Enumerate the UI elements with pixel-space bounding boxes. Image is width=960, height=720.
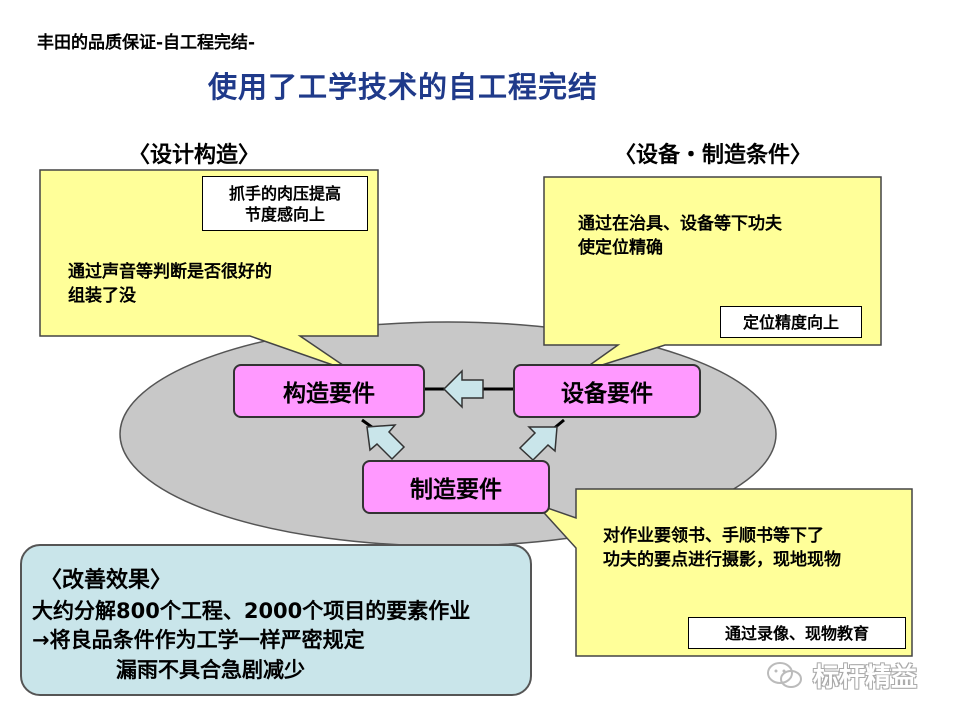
result-line1: 大约分解800个工程、2000个项目的要素作业 <box>32 599 471 623</box>
improvement-result-box: 〈改善效果〉 大约分解800个工程、2000个项目的要素作业 →将良品条件作为工… <box>20 544 532 696</box>
manufacturing-callout-line1: 对作业要领书、手顺书等下了 <box>603 526 824 546</box>
structure-requirement-node: 构造要件 <box>233 364 425 418</box>
arrow-left-icon <box>442 369 484 409</box>
design-callout-line1: 通过声音等判断是否很好的 <box>68 262 272 282</box>
equipment-conditions-heading: 〈设备・制造条件〉 <box>614 143 813 168</box>
equipment-callout-line2: 使定位精确 <box>578 238 663 258</box>
arrow-up-left-icon <box>366 424 406 461</box>
breadcrumb: 丰田的品质保证-自工程完结- <box>37 33 256 53</box>
equipment-callout-text: 通过在治具、设备等下功夫 使定位精确 <box>578 212 782 260</box>
video-education-tag: 通过录像、现物教育 <box>688 617 906 649</box>
design-structure-heading: 〈设计构造〉 <box>128 143 261 168</box>
positioning-accuracy-tag: 定位精度向上 <box>720 306 862 338</box>
grip-feel-tag-line1: 抓手的肉压提高 <box>228 183 341 203</box>
watermark-text: 标杆精益 <box>813 662 918 693</box>
watermark: 标杆精益 <box>765 652 945 698</box>
grip-feel-tag: 抓手的肉压提高节度感向上 <box>202 176 368 231</box>
result-line3: 漏雨不具合急剧减少 <box>116 658 305 682</box>
arrow-up-right-icon <box>518 426 558 462</box>
equipment-callout-line1: 通过在治具、设备等下功夫 <box>578 214 782 234</box>
equipment-callout-box <box>543 176 882 373</box>
manufacturing-callout-line2: 功夫的要点进行摄影，现地现物 <box>603 550 841 570</box>
result-line2: →将良品条件作为工学一样严密规定 <box>32 628 365 652</box>
design-callout-text: 通过声音等判断是否很好的 组装了没 <box>68 260 272 308</box>
manufacturing-callout-box <box>535 488 913 657</box>
page-title: 使用了工学技术的自工程完结 <box>208 70 599 104</box>
design-callout-line2: 组装了没 <box>68 286 136 306</box>
result-heading: 〈改善效果〉 <box>40 568 173 593</box>
equipment-requirement-node: 设备要件 <box>513 364 701 418</box>
manufacturing-callout-text: 对作业要领书、手顺书等下了 功夫的要点进行摄影，现地现物 <box>603 524 841 572</box>
manufacturing-requirement-node: 制造要件 <box>362 460 550 514</box>
wechat-logo-icon <box>767 662 802 688</box>
grip-feel-tag-line2: 节度感向上 <box>244 204 325 224</box>
